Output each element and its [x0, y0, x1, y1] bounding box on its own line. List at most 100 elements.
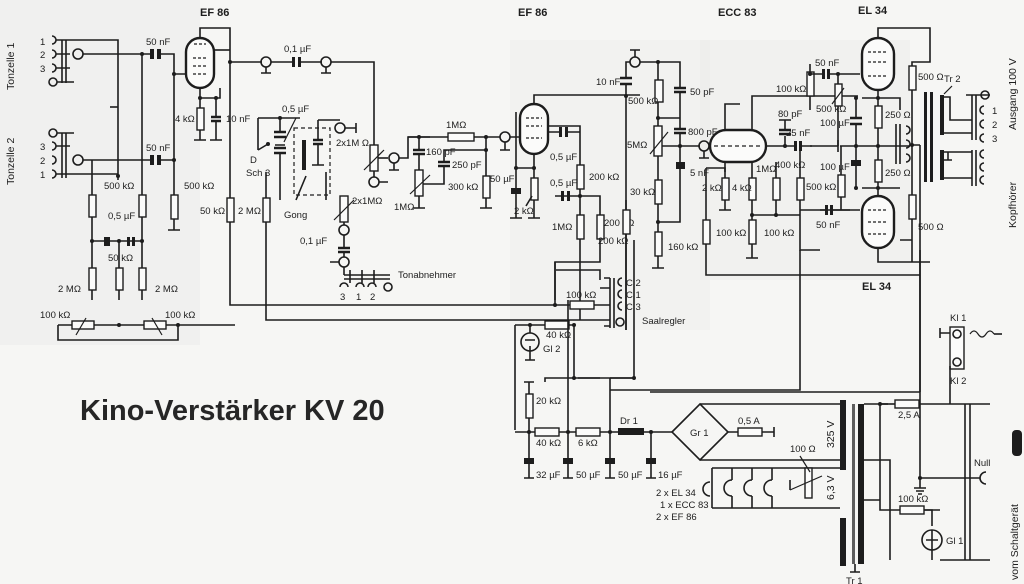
value-label: 500 kΩ [628, 96, 658, 107]
value-label: 2,5 A [898, 410, 920, 421]
value-label: 250 pF [452, 160, 482, 171]
value-label: 0,1 µF [300, 236, 327, 247]
value-label: Dr 1 [620, 416, 638, 427]
value-label: Tr 1 [846, 576, 863, 584]
value-label: 500 kΩ [104, 181, 134, 192]
value-label: 100 µF [820, 118, 850, 129]
value-label: 20 kΩ [536, 396, 561, 407]
output-kopfhoerer[interactable]: Kopfhörer [971, 149, 1019, 228]
value-label: 32 µF [536, 470, 561, 481]
value-label: 30 kΩ [630, 187, 655, 198]
input-tonzelle-2[interactable]: Tonzelle 2 3 2 1 [5, 128, 150, 185]
value-label: 300 kΩ [448, 182, 478, 193]
value-label: 1MΩ [552, 222, 572, 233]
sch3-position-label: D [250, 155, 257, 166]
value-label: Kl 2 [950, 376, 966, 387]
saalregler-label: Saalregler [642, 316, 685, 327]
kopfhoerer-label: Kopfhörer [1007, 181, 1019, 228]
tonzelle-2-pin: 2 [40, 156, 45, 167]
value-label: 800 pF [688, 127, 718, 138]
tube-ecc83: 80 pF 25 nF 2 kΩ 100 kΩ 4 kΩ 100 kΩ 1MΩ … [702, 95, 920, 276]
value-label: 100 kΩ [40, 310, 70, 321]
value-label: 2x1MΩ [352, 196, 382, 207]
value-label: 200 kΩ [604, 218, 634, 229]
value-label: 50 kΩ [108, 253, 133, 264]
value-label: 0,5 µF [282, 104, 309, 115]
terminal-kl1-kl2[interactable]: Kl 1 Kl 2 [939, 313, 1002, 404]
tone-control-2[interactable]: 10 nF 500 kΩ 50 pF 5MΩ 800 pF 5 nF 30 kΩ… [596, 49, 718, 330]
rectifier-gr1: Gr 1 0,5 A [670, 402, 840, 462]
value-label: 200 kΩ [589, 172, 619, 183]
schaltgeraet-label: vom Schaltgerät [1009, 504, 1021, 580]
gong-module[interactable]: 0,5 µF Gong [274, 104, 340, 221]
ausgang-pin: 3 [992, 134, 997, 145]
value-label: 10 nF [226, 114, 250, 125]
value-label: 1MΩ [394, 202, 414, 213]
value-label: 0,5 µF [550, 178, 577, 189]
glow-lamp-gl2: 40 kΩ Gl 2 [514, 320, 576, 430]
tonabnehmer-pin: 3 [340, 292, 345, 303]
value-label: 1MΩ [756, 164, 776, 175]
value-label: Gl 1 [946, 536, 963, 547]
output-stage-bias: 250 Ω 250 Ω 100 µF 100 µF [820, 96, 911, 190]
tube-ef86-1: 4 kΩ 10 nF [175, 27, 250, 200]
tonzelle-1-pin: 3 [40, 64, 45, 75]
tonabnehmer-pin: 1 [356, 292, 361, 303]
value-label: Gl 2 [543, 344, 560, 355]
switch-sch3[interactable]: D Sch 3 [246, 116, 282, 179]
output-ausgang-100v[interactable]: 1 2 3 Ausgang 100 V [966, 58, 1019, 145]
value-label: 2 MΩ [238, 206, 261, 217]
value-label: 160 kΩ [668, 242, 698, 253]
value-label: 100 kΩ [165, 310, 195, 321]
value-label: 50 nF [146, 37, 170, 48]
value-label: 6 kΩ [578, 438, 598, 449]
ausgang-label: Ausgang 100 V [1007, 58, 1019, 130]
value-label: 400 kΩ [775, 160, 805, 171]
value-label: 250 Ω [885, 110, 911, 121]
value-label: 250 Ω [885, 168, 911, 179]
tube-label-ef86-2: EF 86 [518, 7, 547, 19]
value-label: 200 kΩ [598, 236, 628, 247]
value-label: 100 Ω [790, 444, 816, 455]
null-label: Null [974, 458, 990, 469]
heater-circuit: 2 x EL 34 1 x ECC 83 2 x EF 86 100 Ω [656, 444, 840, 523]
heater-tube-list: 2 x EL 34 [656, 488, 696, 499]
value-label: 10 nF [596, 77, 620, 88]
mixer-network: 500 kΩ 0,5 µF 50 kΩ 2 MΩ 2 MΩ 100 kΩ 100… [40, 181, 235, 341]
value-label: 500 kΩ [806, 182, 836, 193]
value-label: 500 Ω [918, 72, 944, 83]
value-label: 50 µF [618, 470, 643, 481]
tone-control-1[interactable]: 160 pF 1MΩ 250 pF 1MΩ 300 kΩ [394, 120, 520, 213]
value-label: 50 kΩ [200, 206, 225, 217]
input-tonabnehmer[interactable]: 3 1 2 Tonabnehmer [339, 267, 456, 303]
value-label: 6,3 V [825, 475, 837, 500]
value-label: 2 kΩ [514, 206, 534, 217]
value-label: 50 pF [690, 87, 714, 98]
tube-el34-top [860, 27, 931, 110]
paper-shade [0, 0, 200, 345]
res-v1-screen: 2 MΩ [238, 172, 578, 321]
gong-label: Gong [284, 210, 307, 221]
value-label: 500 Ω [918, 222, 944, 233]
value-label: 160 pF [426, 147, 456, 158]
tonzelle-1-pin: 1 [40, 37, 45, 48]
input-tonzelle-1[interactable]: Tonzelle 1 1 2 3 [5, 35, 150, 180]
value-label: 40 kΩ [536, 438, 561, 449]
value-label: 50 µF [490, 174, 515, 185]
res-v1-plate: 50 kΩ [200, 197, 555, 306]
cap-input-2: 50 nF [146, 143, 170, 165]
value-label: 325 V [825, 421, 837, 448]
value-label: 500 kΩ [184, 181, 214, 192]
value-label: 100 kΩ [764, 228, 794, 239]
value-label: Gr 1 [690, 428, 708, 439]
cap-coupling-1: 0,1 µF [284, 44, 311, 67]
heater-tube-list: 1 x ECC 83 [660, 500, 709, 511]
tonzelle-1-pin: 2 [40, 50, 45, 61]
output-transformer-tr2: 500 Ω 500 Ω Tr 2 [900, 65, 972, 300]
schematic-title: Kino-Verstärker KV 20 [80, 395, 385, 427]
power-supply-filter: 20 kΩ 40 kΩ 6 kΩ Dr 1 32 µF 50 µF 50 µF … [515, 300, 683, 481]
value-label: 1MΩ [446, 120, 466, 131]
value-label: 50 nF [815, 58, 839, 69]
value-label: 4 kΩ [175, 114, 195, 125]
